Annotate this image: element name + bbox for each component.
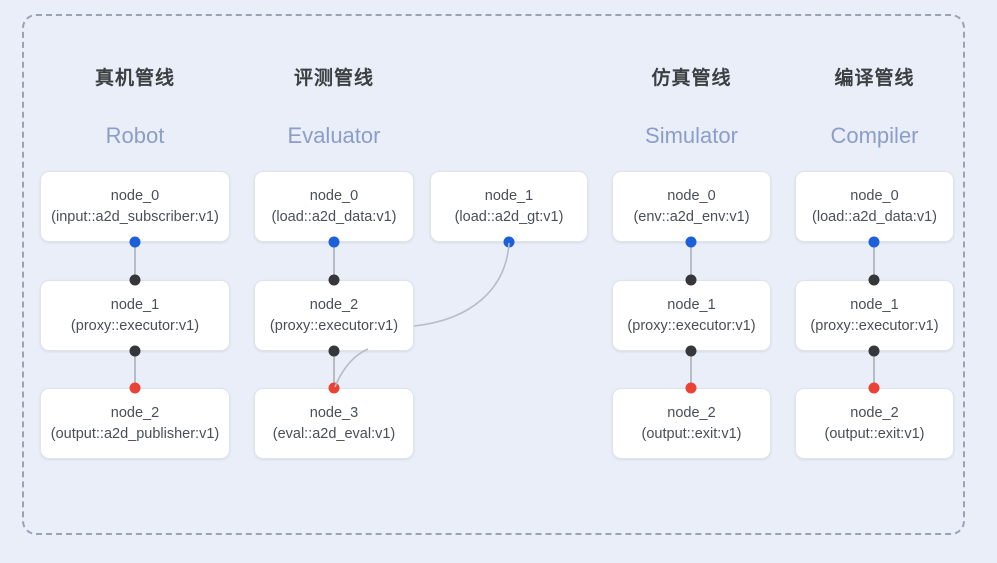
port-input-node1-icon (868, 274, 880, 286)
port-output-node0-icon (328, 236, 340, 248)
node-id-label: node_3 (309, 404, 359, 421)
node-type-label: (output::exit:v1) (641, 425, 742, 442)
port-input-node2-icon (129, 382, 141, 394)
node-box-robot-node_1[interactable]: node_1 (proxy::executor:v1) (40, 280, 230, 351)
port-output-node1-icon (503, 236, 515, 248)
column-title-en-compiler: Compiler (830, 123, 919, 148)
node-type-label: (load::a2d_gt:v1) (454, 208, 564, 225)
edge-evaluator-node0-to-node2 (333, 242, 335, 280)
port-output-node0-icon (129, 236, 141, 248)
port-input-node1-icon (685, 274, 697, 286)
port-input-node2-icon (328, 274, 340, 286)
edge-robot-node1-to-node2 (134, 351, 136, 388)
node-box-evaluator-node_3[interactable]: node_3 (eval::a2d_eval:v1) (254, 388, 414, 459)
edge-evaluator-node2-to-node3 (333, 351, 335, 388)
edge-compiler-node1-to-node2 (873, 351, 875, 388)
edge-simulator-node1-to-node2 (690, 351, 692, 388)
port-output-node2-icon (328, 345, 340, 357)
node-id-label: node_2 (309, 296, 359, 313)
node-box-robot-node_2[interactable]: node_2 (output::a2d_publisher:v1) (40, 388, 230, 459)
port-output-node0-icon (685, 236, 697, 248)
pipeline-column-evaluator: 评测管线 Evaluator node_0 (load::a2d_data:v1… (254, 0, 588, 563)
node-type-label: (load::a2d_data:v1) (271, 208, 397, 225)
node-type-label: (eval::a2d_eval:v1) (272, 425, 396, 442)
node-id-label: node_1 (110, 296, 160, 313)
pipeline-column-compiler: 编译管线 Compiler node_0 (load::a2d_data:v1)… (795, 0, 954, 563)
node-box-simulator-node_2[interactable]: node_2 (output::exit:v1) (612, 388, 771, 459)
node-box-simulator-node_1[interactable]: node_1 (proxy::executor:v1) (612, 280, 771, 351)
node-type-label: (proxy::executor:v1) (269, 317, 399, 334)
node-id-label: node_0 (667, 187, 716, 204)
port-input-node1-icon (129, 274, 141, 286)
column-title-en-robot: Robot (105, 123, 165, 148)
pipeline-column-robot: 真机管线 Robot node_0 (input::a2d_subscriber… (40, 0, 230, 563)
node-id-label: node_2 (667, 404, 716, 421)
port-output-node1-icon (129, 345, 141, 357)
column-title-cn-compiler: 编译管线 (834, 68, 915, 89)
pipeline-column-simulator: 仿真管线 Simulator node_0 (env::a2d_env:v1) … (612, 0, 771, 563)
node-id-label: node_2 (850, 404, 899, 421)
edge-robot-node0-to-node1 (134, 242, 136, 280)
node-id-label: node_0 (110, 187, 160, 204)
node-id-label: node_1 (850, 296, 899, 313)
node-box-robot-node_0[interactable]: node_0 (input::a2d_subscriber:v1) (40, 171, 230, 242)
column-title-en-evaluator: Evaluator (287, 123, 381, 148)
column-title-cn-simulator: 仿真管线 (651, 68, 732, 89)
node-box-evaluator-node_0[interactable]: node_0 (load::a2d_data:v1) (254, 171, 414, 242)
port-output-node1-icon (685, 345, 697, 357)
node-type-label: (env::a2d_env:v1) (633, 208, 750, 225)
port-output-node1-icon (868, 345, 880, 357)
column-title-cn-robot: 真机管线 (94, 68, 175, 89)
node-box-evaluator-node_1[interactable]: node_1 (load::a2d_gt:v1) (430, 171, 588, 242)
column-title-cn-evaluator: 评测管线 (293, 68, 374, 89)
node-box-compiler-node_2[interactable]: node_2 (output::exit:v1) (795, 388, 954, 459)
node-id-label: node_1 (484, 187, 534, 204)
node-box-simulator-node_0[interactable]: node_0 (env::a2d_env:v1) (612, 171, 771, 242)
node-id-label: node_0 (309, 187, 359, 204)
column-title-en-simulator: Simulator (645, 123, 738, 148)
node-type-label: (input::a2d_subscriber:v1) (51, 208, 219, 225)
node-box-compiler-node_0[interactable]: node_0 (load::a2d_data:v1) (795, 171, 954, 242)
edge-compiler-node0-to-node1 (873, 242, 875, 280)
port-input-node2-icon (685, 382, 697, 394)
node-type-label: (load::a2d_data:v1) (812, 208, 937, 225)
node-id-label: node_0 (850, 187, 899, 204)
port-input-node3-icon (328, 382, 340, 394)
node-type-label: (output::exit:v1) (824, 425, 925, 442)
port-output-node0-icon (868, 236, 880, 248)
node-box-compiler-node_1[interactable]: node_1 (proxy::executor:v1) (795, 280, 954, 351)
edge-simulator-node0-to-node1 (690, 242, 692, 280)
node-box-evaluator-node_2[interactable]: node_2 (proxy::executor:v1) (254, 280, 414, 351)
node-id-label: node_1 (667, 296, 716, 313)
node-id-label: node_2 (110, 404, 160, 421)
node-type-label: (proxy::executor:v1) (810, 317, 939, 334)
node-type-label: (proxy::executor:v1) (70, 317, 200, 334)
node-type-label: (output::a2d_publisher:v1) (50, 425, 220, 442)
node-type-label: (proxy::executor:v1) (627, 317, 756, 334)
port-input-node2-icon (868, 382, 880, 394)
